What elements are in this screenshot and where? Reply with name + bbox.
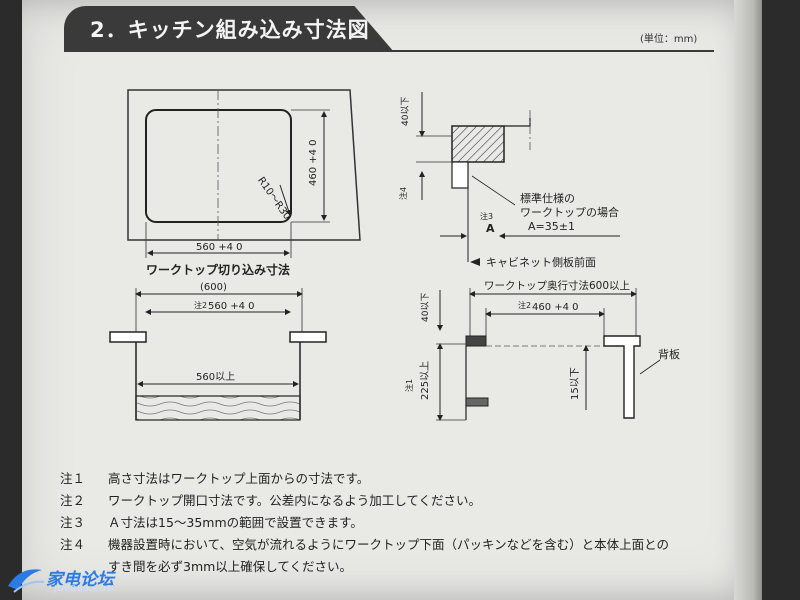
cabinet-front-label: キャビネット側板前面 bbox=[486, 255, 596, 269]
height-15-label: 15以下 bbox=[570, 367, 581, 400]
a-mark: A bbox=[486, 222, 495, 235]
worktop-section bbox=[451, 125, 505, 163]
worktop-edge bbox=[504, 118, 531, 127]
side-section: ワークトップ奥行寸法600以上 注2 460 +4 0 40以下 注1 225以… bbox=[404, 279, 680, 421]
base-shelf bbox=[135, 395, 301, 421]
watermark-name: 家电论坛 bbox=[46, 570, 114, 590]
section-title: 2．キッチン組み込み寸法図 bbox=[64, 6, 394, 52]
cabinet-top-rail bbox=[451, 161, 469, 189]
back-panel-shape bbox=[603, 335, 641, 419]
opening-depth-label: 460 +4 0 bbox=[532, 302, 579, 313]
height-label: 460 +4 0 bbox=[308, 139, 319, 186]
width-label: 560 +4 0 bbox=[196, 242, 243, 253]
note4-mark: 注4 bbox=[398, 187, 408, 200]
cutout-plan: R10～R30 460 +4 0 560 +4 0 ワークトップ切り込み寸法 bbox=[127, 89, 361, 277]
side-detail: 40以下 注4 注3 A 標準仕様の ワークトップの場合 A=35±1 キャビネ… bbox=[398, 92, 620, 269]
note-text: Ａ寸法は15～35mmの範囲で設置できます。 bbox=[108, 515, 363, 530]
note-row: すき間を必ず3mm以上確保してください。 bbox=[60, 556, 740, 578]
cutout-outline bbox=[145, 109, 292, 223]
worktop-front bbox=[465, 335, 487, 347]
height-top-label-r: 40以下 bbox=[421, 293, 431, 322]
note3-mark: 注3 bbox=[480, 211, 493, 221]
depth-label: ワークトップ奥行寸法600以上 bbox=[484, 279, 630, 292]
back-panel-leader bbox=[639, 359, 661, 375]
unit-note: (単位：mm) bbox=[640, 34, 698, 45]
overall-label: (600) bbox=[200, 282, 227, 293]
worktop-left bbox=[109, 331, 147, 343]
note-row: 注４ 機器設置時において、空気が流れるようにワークトップ下面（パッキンなどを含む… bbox=[60, 534, 740, 556]
note-row: 注３ Ａ寸法は15～35mmの範囲で設置できます。 bbox=[60, 512, 740, 534]
front-stop bbox=[465, 397, 489, 407]
section-title-text: 2．キッチン組み込み寸法図 bbox=[90, 18, 370, 42]
page-edge bbox=[734, 0, 762, 600]
note-label: 注１ bbox=[60, 471, 86, 486]
worktop-outline bbox=[127, 89, 361, 241]
note1-mark: 注1 bbox=[404, 379, 414, 392]
swoosh-icon bbox=[8, 569, 45, 593]
note-text: すき間を必ず3mm以上確保してください。 bbox=[108, 559, 353, 574]
radius-label: R10～R30 bbox=[255, 175, 292, 222]
title-rule bbox=[64, 50, 714, 52]
note-label: 注２ bbox=[60, 493, 86, 508]
note-text: 機器設置時において、空気が流れるようにワークトップ下面（パッキンなどを含む）と本… bbox=[108, 537, 670, 552]
forum-watermark: 家电论坛 JDEBBS.COM bbox=[6, 562, 146, 596]
opening-label: 560 +4 0 bbox=[208, 301, 255, 312]
std-title: 標準仕様の bbox=[520, 191, 575, 205]
note-label: 注４ bbox=[60, 537, 86, 552]
watermark-sub: JDEBBS.COM bbox=[54, 584, 115, 593]
std-line2: ワークトップの場合 bbox=[520, 205, 619, 219]
notes-list: 注１ 高さ寸法はワークトップ上面からの寸法です。 注２ ワークトップ開口寸法です… bbox=[60, 468, 740, 578]
height-top-label: 40以下 bbox=[401, 97, 411, 126]
note-row: 注１ 高さ寸法はワークトップ上面からの寸法です。 bbox=[60, 468, 740, 490]
back-panel-label: 背板 bbox=[658, 347, 680, 361]
front-section: (600) 注2 560 +4 0 560以上 bbox=[109, 282, 327, 421]
note-text: 高さ寸法はワークトップ上面からの寸法です。 bbox=[108, 471, 370, 486]
note-text: ワークトップ開口寸法です。公差内になるよう加工してください。 bbox=[108, 493, 482, 508]
min-width-label: 560以上 bbox=[196, 371, 235, 383]
radius-leader bbox=[279, 184, 292, 216]
cabinet-front-arrow bbox=[470, 258, 480, 266]
std-value: A=35±1 bbox=[528, 220, 575, 233]
manual-page bbox=[22, 0, 762, 600]
note-row: 注２ ワークトップ開口寸法です。公差内になるよう加工してください。 bbox=[60, 490, 740, 512]
std-leader bbox=[471, 175, 516, 206]
note-label: 注３ bbox=[60, 515, 86, 530]
cutout-caption: ワークトップ切り込み寸法 bbox=[146, 262, 290, 277]
note2-mark-r: 注2 bbox=[518, 300, 531, 310]
height-main-label: 225以上 bbox=[419, 361, 431, 400]
note2-mark: 注2 bbox=[194, 300, 207, 310]
worktop-right bbox=[289, 331, 327, 343]
